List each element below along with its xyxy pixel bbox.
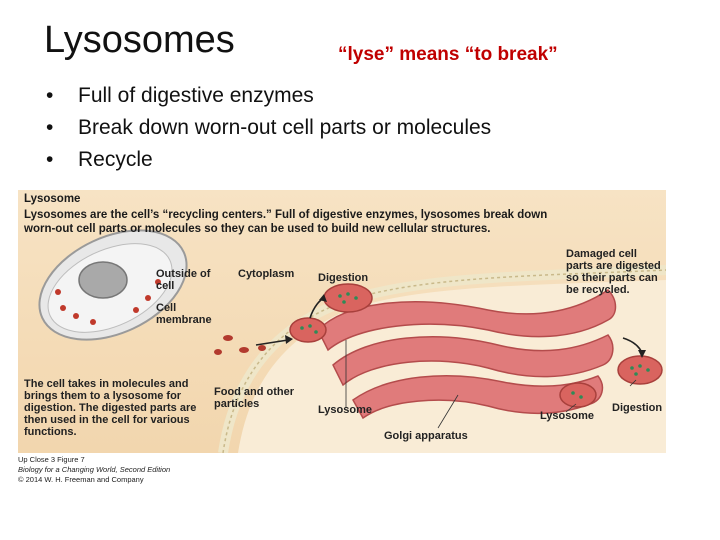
lysosome-right <box>559 382 597 408</box>
bullet-list: • Full of digestive enzymes • Break down w… <box>44 80 491 176</box>
bullet-item: • Full of digestive enzymes <box>44 80 491 112</box>
bullet-text: Recycle <box>78 148 153 171</box>
label-digestion-right: Digestion <box>612 402 663 414</box>
bullet-text: Full of digestive enzymes <box>78 84 314 107</box>
bullet-item: • Break down worn-out cell parts or molec… <box>44 112 491 144</box>
lysosome-digestion-right <box>617 355 663 385</box>
credit-line-3: © 2014 W. H. Freeman and Company <box>18 475 144 484</box>
label-food-particles: Food and other particles <box>214 386 295 410</box>
cell-illustration <box>38 229 188 341</box>
figure-heading: Lysosome <box>24 193 81 205</box>
label-digestion-top: Digestion <box>318 272 369 284</box>
bullet-icon: • <box>46 84 54 107</box>
bullet-icon: • <box>46 148 54 171</box>
credit-line-2: Biology for a Changing World, Second Edi… <box>18 465 171 474</box>
credit-line-1: Up Close 3 Figure 7 <box>18 455 85 464</box>
label-takes-in: The cell takes in molecules and brings t… <box>24 378 197 438</box>
lysosome-digestion-top <box>323 283 373 313</box>
label-cell-membrane: Cell membrane <box>156 302 212 326</box>
leader-lines <box>345 340 637 429</box>
slide-subtitle: “lyse” means “to break” <box>338 44 558 65</box>
figure-credit: Up Close 3 Figure 7 Biology for a Changi… <box>18 455 170 485</box>
figure-description: Lysosomes are the cell’s “recycling cent… <box>24 209 548 235</box>
label-outside-cell: Outside of cell <box>156 268 211 292</box>
arrowheads <box>285 294 646 358</box>
lysosome-left <box>289 317 327 343</box>
golgi-apparatus <box>317 289 617 420</box>
bullet-icon: • <box>46 116 54 139</box>
food-particles <box>214 335 266 355</box>
lysosome-figure: Lysosome Lysosomes are the cell’s “recyc… <box>18 190 666 453</box>
label-lysosome-right: Lysosome <box>540 410 595 422</box>
label-damaged-parts: Damaged cell parts are digested so their… <box>566 248 661 296</box>
label-lysosome-left: Lysosome <box>318 404 373 416</box>
label-golgi: Golgi apparatus <box>384 430 468 442</box>
slide-title: Lysosomes <box>44 19 235 61</box>
bullet-text: Break down worn-out cell parts or molecu… <box>78 116 492 139</box>
label-cytoplasm: Cytoplasm <box>238 268 295 280</box>
bullet-item: • Recycle <box>44 144 491 176</box>
lysosome-illustration <box>38 229 666 453</box>
